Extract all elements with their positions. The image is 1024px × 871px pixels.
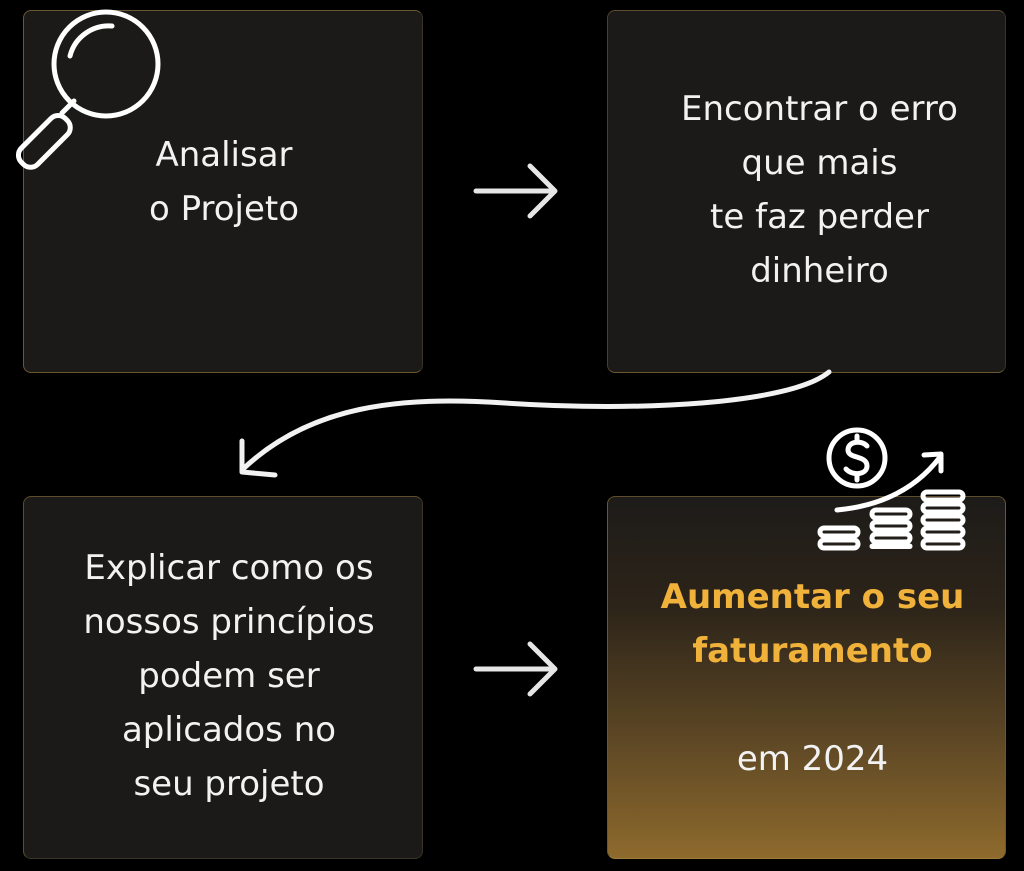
arrow-right-bottom-icon <box>473 641 558 697</box>
step-text-explain: Explicar como os nossos princípios podem… <box>83 547 375 804</box>
curved-arrow-icon <box>239 369 832 478</box>
step-text-increase-revenue: Aumentar o seu faturamento em 2024 <box>661 516 965 840</box>
step-year-text: em 2024 <box>736 738 889 779</box>
step-card-increase-revenue: Aumentar o seu faturamento em 2024 <box>607 496 1006 859</box>
step-text-find-error: Encontrar o erro que mais te faz perder … <box>681 88 958 291</box>
arrow-right-top-icon <box>473 163 558 219</box>
step-card-analyze: Analisar o Projeto <box>23 10 423 373</box>
step-card-find-error: Encontrar o erro que mais te faz perder … <box>607 10 1006 373</box>
step-highlight-text: Aumentar o seu faturamento <box>660 576 965 671</box>
step-text-analyze: Analisar o Projeto <box>148 134 300 229</box>
step-card-explain: Explicar como os nossos princípios podem… <box>23 496 423 859</box>
